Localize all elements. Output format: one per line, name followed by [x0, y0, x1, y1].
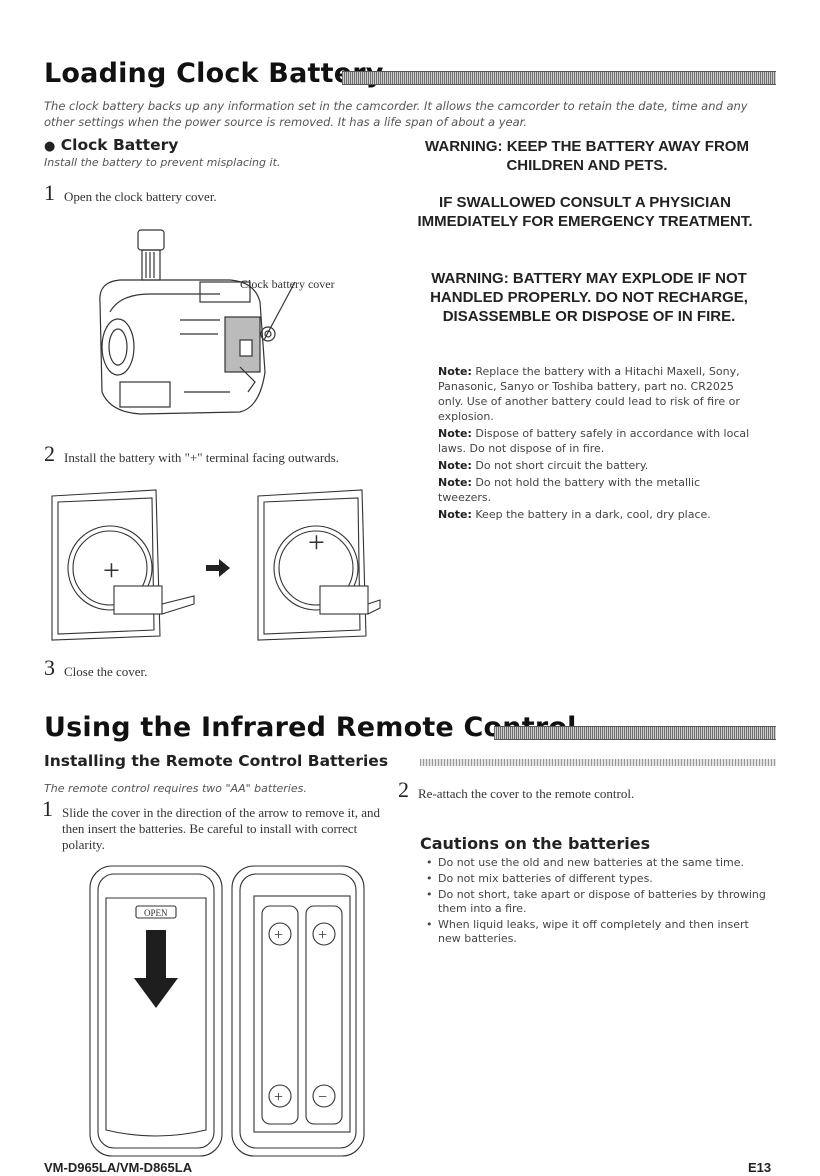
step-3: 3 Close the cover. [44, 655, 148, 680]
caution-item: Do not use the old and new batteries at … [424, 856, 774, 870]
svg-text:+: + [103, 554, 120, 587]
clock-battery-heading: ● Clock Battery [44, 136, 179, 154]
warning-if-swallowed: IF SWALLOWED CONSULT A PHYSICIAN IMMEDIA… [417, 194, 753, 230]
section-title-remote-control: Using the Infrared Remote Control [44, 712, 577, 743]
note-item: Note: Dispose of battery safely in accor… [438, 427, 750, 455]
arrow-down-icon [134, 930, 178, 1008]
remote-batteries-heading: Installing the Remote Control Batteries [44, 752, 389, 770]
battery-install-illustration: + + [44, 486, 384, 646]
svg-text:+: + [274, 1089, 283, 1106]
remote-intro: The remote control requires two "AA" bat… [44, 782, 307, 795]
cautions-list: Do not use the old and new batteries at … [424, 856, 774, 948]
arrow-right-icon [206, 559, 230, 577]
caution-item: Do not short, take apart or dispose of b… [424, 888, 774, 916]
clock-battery-cover-label: Clock battery cover [240, 277, 335, 291]
warning-keep-away: WARNING: KEEP THE BATTERY AWAY FROM CHIL… [425, 138, 749, 174]
remote-step-1: 1 Slide the cover in the direction of th… [42, 796, 381, 853]
bullet-icon: ● [44, 139, 56, 154]
note-item: Note: Do not short circuit the battery. [438, 459, 649, 472]
subheading-rule [420, 759, 776, 766]
coin-battery-icon: + + [51, 489, 381, 641]
note-item: Note: Replace the battery with a Hitachi… [438, 365, 740, 423]
cautions-heading: Cautions on the batteries [420, 834, 651, 853]
step-2: 2 Install the battery with "+" terminal … [44, 441, 339, 466]
section-title-clock-battery: Loading Clock Battery [44, 58, 384, 89]
camcorder-icon: Clock battery cover [99, 229, 335, 415]
section-intro: The clock battery backs up any informati… [44, 99, 748, 129]
title-rule [342, 71, 776, 85]
note-item: Note: Keep the battery in a dark, cool, … [438, 508, 711, 521]
camcorder-illustration: Clock battery cover [80, 222, 390, 432]
clock-battery-desc: Install the battery to prevent misplacin… [44, 156, 281, 169]
svg-text:OPEN: OPEN [144, 908, 168, 918]
caution-item: When liquid leaks, wipe it off completel… [424, 918, 774, 946]
note-item: Note: Do not hold the battery with the m… [438, 476, 701, 504]
warning-may-explode: WARNING: BATTERY MAY EXPLODE IF NOT HAND… [430, 270, 748, 325]
notes-list: Note: Replace the battery with a Hitachi… [438, 364, 754, 524]
svg-text:+: + [274, 927, 283, 944]
footer-model: VM-D965LA/VM-D865LA [44, 1160, 193, 1175]
remote-control-illustration: OPEN + + + − [86, 860, 386, 1160]
svg-text:+: + [318, 927, 327, 944]
svg-text:−: − [318, 1089, 327, 1106]
caution-item: Do not mix batteries of different types. [424, 872, 774, 886]
svg-text:+: + [308, 526, 325, 559]
remote-control-icon: OPEN + + + − [89, 865, 365, 1157]
title-rule [494, 726, 776, 740]
step-1: 1 Open the clock battery cover. [44, 180, 217, 205]
page-number: E13 [748, 1160, 772, 1175]
remote-step-2: 2 Re-attach the cover to the remote cont… [398, 777, 635, 802]
